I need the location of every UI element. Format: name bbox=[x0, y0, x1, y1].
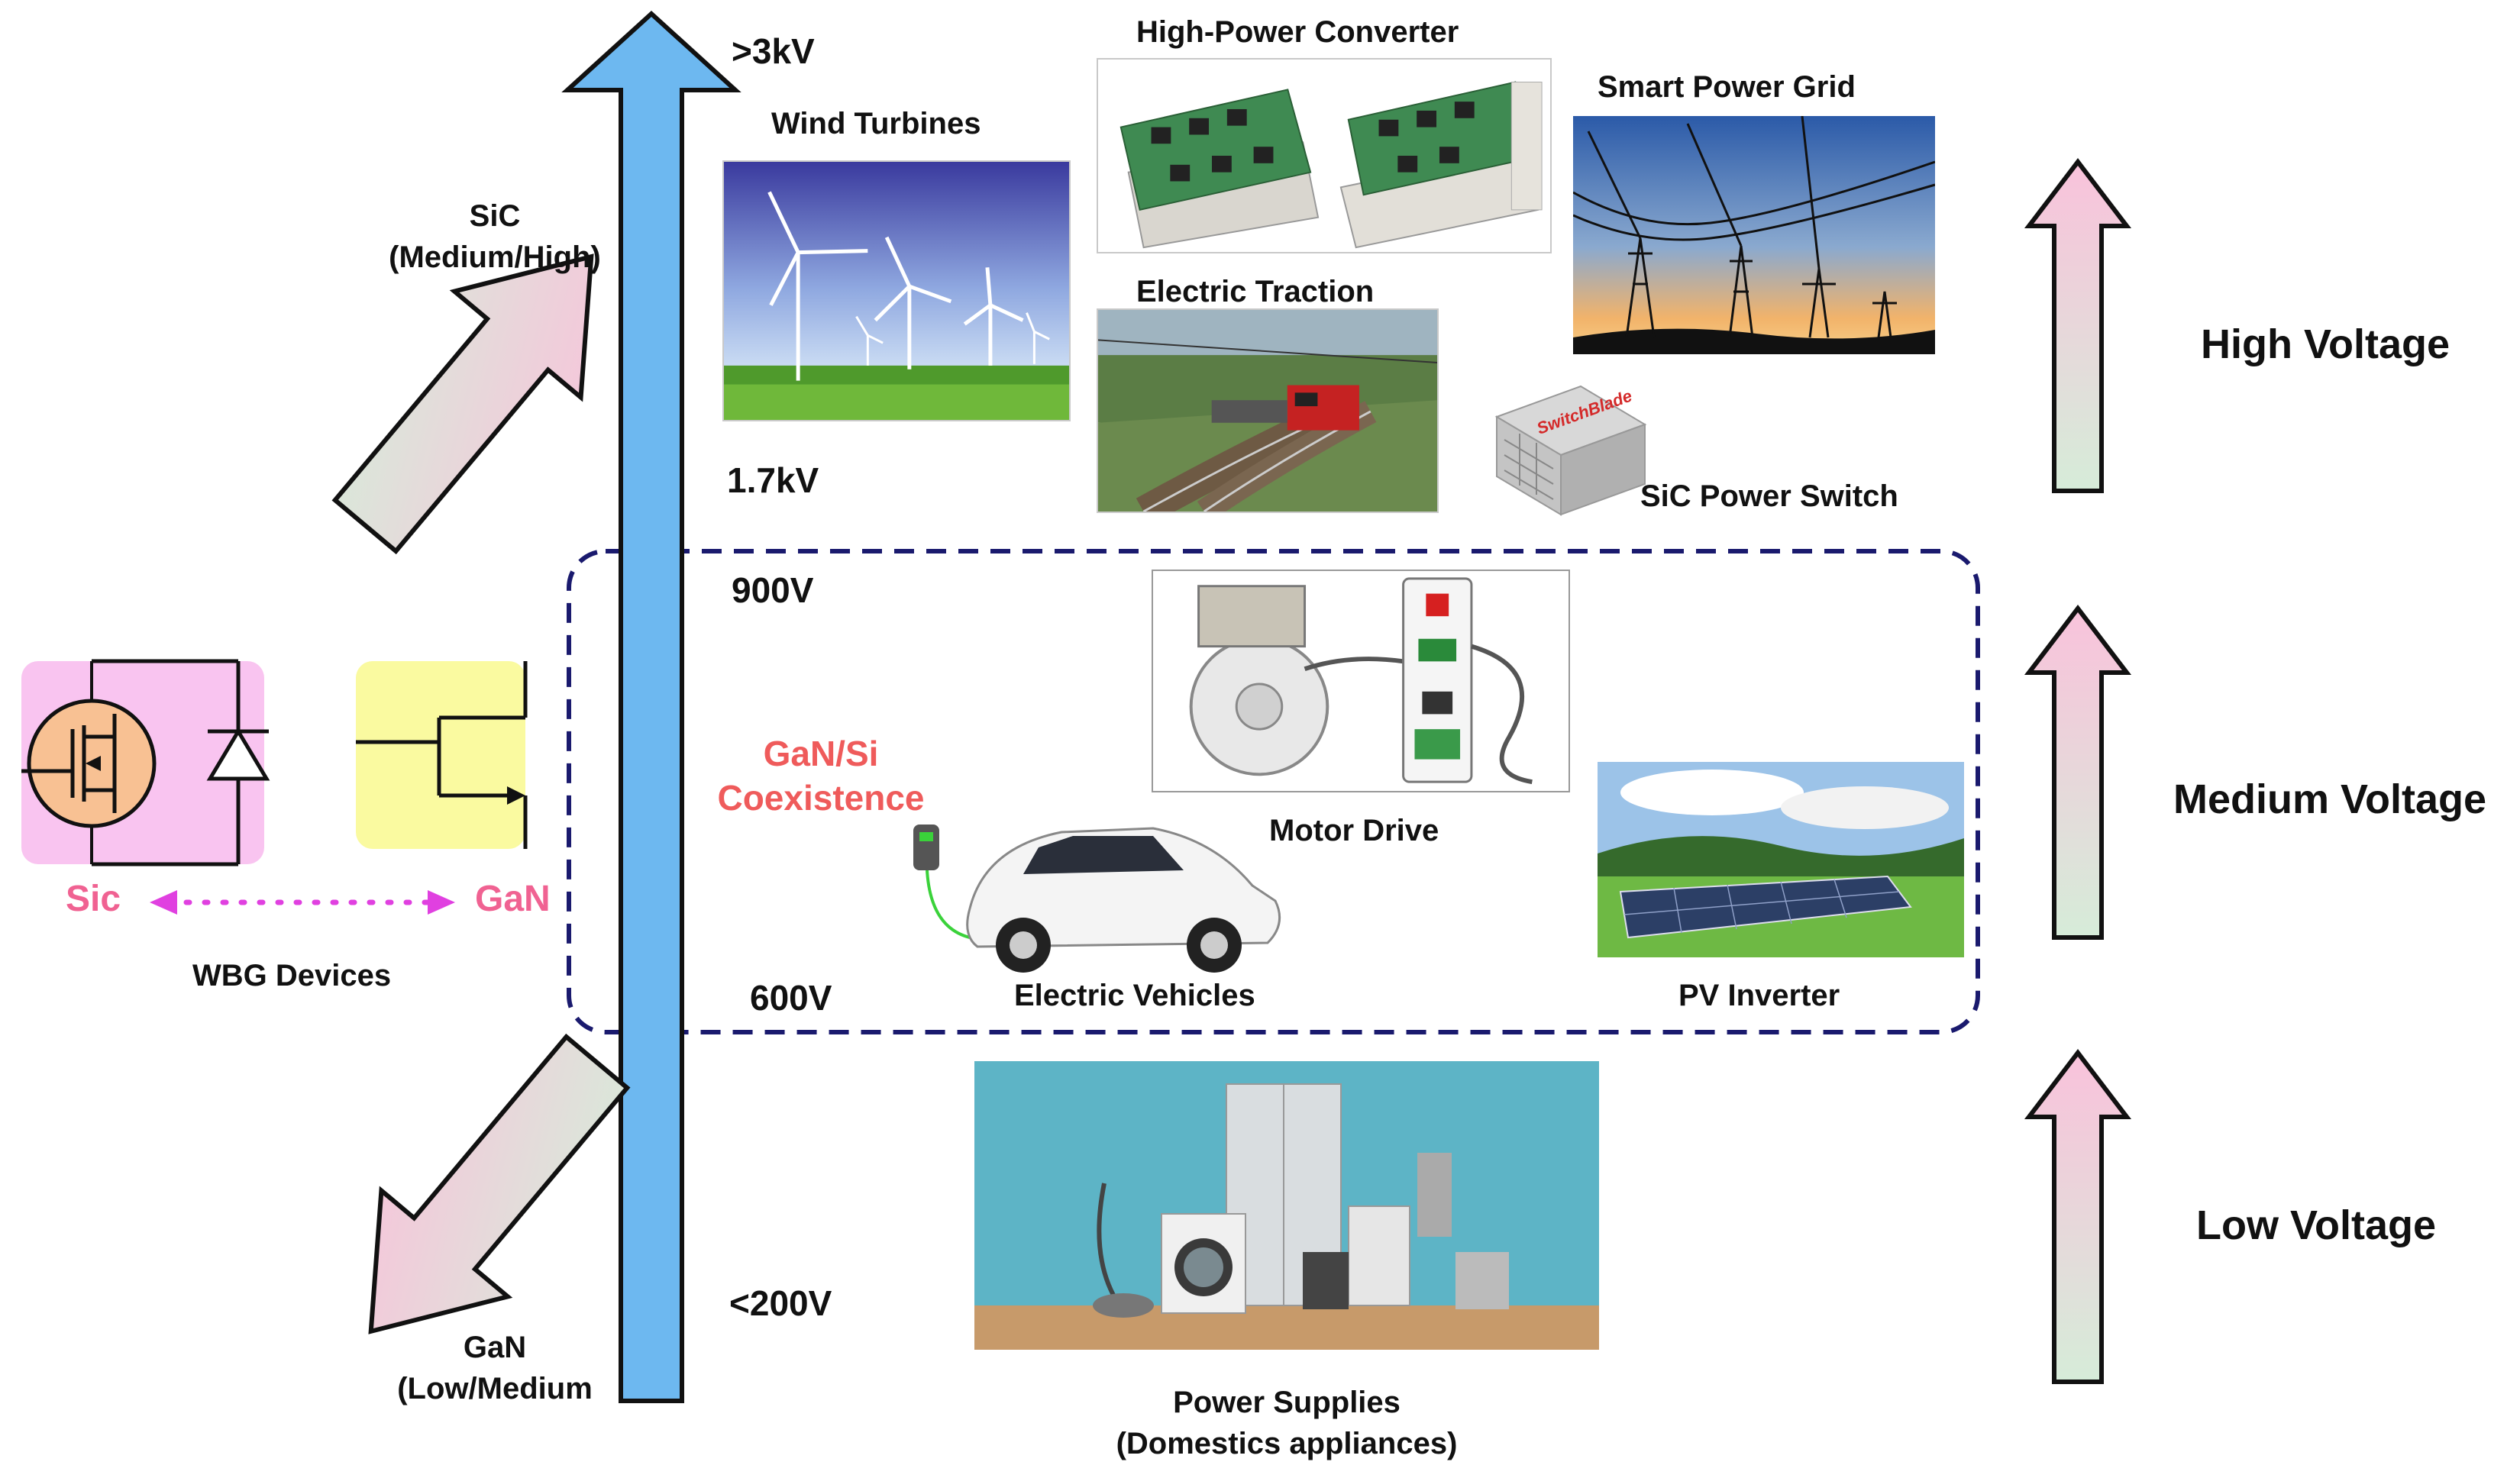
gan-device-label: GaN bbox=[475, 879, 551, 919]
sic-device-label: Sic bbox=[66, 879, 121, 919]
coexistence-line2: Coexistence bbox=[717, 778, 925, 818]
medium-voltage-label: Medium Voltage bbox=[2173, 776, 2487, 822]
low-voltage-arrow bbox=[2024, 1049, 2132, 1384]
high-power-converter-label: High-Power Converter bbox=[1136, 15, 1459, 49]
coexistence-label: GaN/Si Coexistence bbox=[687, 731, 955, 820]
power-supplies-image bbox=[974, 1061, 1599, 1350]
smart-power-grid-image bbox=[1573, 116, 1935, 354]
gan-arrow bbox=[368, 1033, 631, 1334]
label-600v: 600V bbox=[750, 978, 832, 1018]
sic-power-switch-image: SwitchBlade bbox=[1489, 379, 1653, 519]
smart-power-grid-label: Smart Power Grid bbox=[1598, 70, 1856, 104]
high-voltage-label: High Voltage bbox=[2201, 321, 2451, 367]
sic-mosfet-symbol bbox=[21, 659, 270, 866]
wbg-double-arrow bbox=[150, 890, 455, 915]
pv-inverter-label: PV Inverter bbox=[1678, 979, 1840, 1012]
sic-arrow-label: SiC (Medium/High) bbox=[373, 195, 617, 278]
gan-arrow-label-line1: GaN bbox=[463, 1331, 527, 1364]
label-above-3kv: >3kV bbox=[732, 31, 815, 71]
gan-arrow-label: GaN (Low/Medium bbox=[373, 1327, 617, 1409]
wind-turbines-image bbox=[722, 160, 1071, 421]
low-voltage-label: Low Voltage bbox=[2196, 1202, 2437, 1248]
electric-vehicles-label: Electric Vehicles bbox=[1014, 979, 1255, 1012]
motor-drive-label: Motor Drive bbox=[1269, 814, 1439, 847]
gan-hemt-symbol bbox=[356, 661, 528, 849]
power-supplies-line1: Power Supplies bbox=[1173, 1386, 1401, 1419]
coexistence-line1: GaN/Si bbox=[763, 734, 879, 773]
electric-traction-image bbox=[1097, 308, 1439, 513]
sic-arrow-label-line1: SiC bbox=[469, 199, 521, 233]
high-power-converter-image bbox=[1097, 58, 1552, 253]
power-supplies-line2: (Domestics appliances) bbox=[1116, 1427, 1458, 1460]
gan-arrow-label-line2: (Low/Medium bbox=[397, 1372, 593, 1405]
label-900v: 900V bbox=[732, 570, 814, 610]
sic-arrow bbox=[331, 253, 594, 555]
high-voltage-arrow bbox=[2024, 158, 2132, 493]
electric-vehicle-image bbox=[909, 794, 1291, 977]
power-supplies-label: Power Supplies (Domestics appliances) bbox=[1058, 1382, 1516, 1464]
medium-voltage-arrow bbox=[2024, 605, 2132, 940]
pv-inverter-image bbox=[1598, 762, 1964, 957]
sic-power-switch-label: SiC Power Switch bbox=[1640, 479, 1898, 513]
label-below-200v: <200V bbox=[729, 1283, 832, 1323]
sic-arrow-label-line2: (Medium/High) bbox=[389, 240, 601, 274]
motor-drive-image bbox=[1152, 570, 1570, 792]
wbg-devices-caption: WBG Devices bbox=[192, 959, 392, 992]
voltage-axis-arrow bbox=[561, 10, 741, 1403]
label-1-7kv: 1.7kV bbox=[727, 460, 819, 500]
wind-turbines-label: Wind Turbines bbox=[771, 107, 981, 140]
electric-traction-label: Electric Traction bbox=[1136, 275, 1375, 308]
